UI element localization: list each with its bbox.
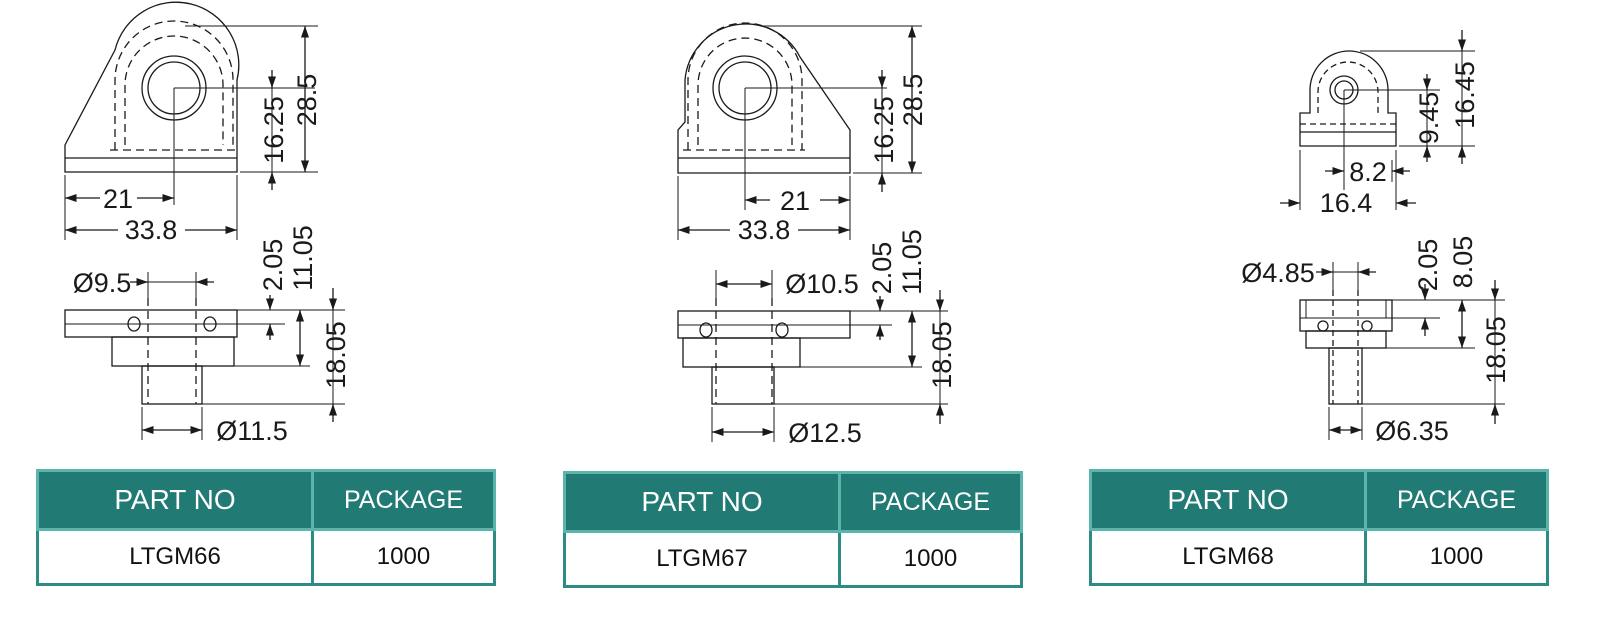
part-ltgm68-dimensions: 16.45 9.45 8.2 16.4 Ø4.85 2.05 8.05 18.0… <box>1241 61 1511 446</box>
front-view-outline <box>1299 50 1397 147</box>
dim-bore: Ø9.5 <box>73 268 132 298</box>
part-ltgm68-drawing <box>1280 30 1505 440</box>
dim-width: 16.4 <box>1320 188 1373 218</box>
dim-hole-offset: 21 <box>780 186 810 216</box>
part-no-header: PART NO <box>1089 469 1367 531</box>
package-header: PACKAGE <box>311 469 496 531</box>
dim-width: 33.8 <box>125 215 178 245</box>
dim-flange-thickness: 2.05 <box>258 239 288 292</box>
dim-hole-offset: 21 <box>103 184 133 214</box>
dim-flange-thickness: 2.05 <box>867 242 897 295</box>
front-view-outline <box>677 23 851 174</box>
dim-shaft: Ø12.5 <box>788 418 862 448</box>
package-header: PACKAGE <box>1364 469 1549 531</box>
dim-hole-height: 9.45 <box>1414 92 1444 145</box>
dim-hole-height: 16.25 <box>259 96 289 164</box>
part-table-ltgm66: PART NO PACKAGE LTGM66 1000 <box>36 469 496 586</box>
dim-upper-thickness: 11.05 <box>897 229 927 295</box>
part-ltgm66-dimensions: 28.5 16.25 21 33.8 Ø9.5 2.05 11.05 18.05… <box>73 74 351 446</box>
dim-upper-thickness: 11.05 <box>288 225 318 291</box>
dim-hole-offset: 8.2 <box>1349 157 1387 187</box>
part-no-header: PART NO <box>36 469 314 531</box>
part-no-cell: LTGM67 <box>563 530 841 588</box>
part-table-ltgm68: PART NO PACKAGE LTGM68 1000 <box>1089 469 1549 586</box>
part-ltgm67-drawing <box>677 22 948 442</box>
package-cell: 1000 <box>1364 528 1549 586</box>
package-cell: 1000 <box>838 530 1023 588</box>
dim-shaft: Ø11.5 <box>216 416 288 446</box>
dim-height-total: 16.45 <box>1450 61 1480 129</box>
package-header: PACKAGE <box>838 471 1023 533</box>
dim-hole-height: 16.25 <box>869 96 899 164</box>
part-ltgm67-dimensions: 28.5 16.25 21 33.8 Ø10.5 2.05 11.05 18.0… <box>738 74 957 448</box>
dim-shaft: Ø6.35 <box>1375 416 1449 446</box>
dim-bore: Ø10.5 <box>785 269 859 299</box>
dim-flange-thickness: 2.05 <box>1413 239 1443 292</box>
dim-total-height: 18.05 <box>321 321 351 389</box>
dim-upper-thickness: 8.05 <box>1448 236 1478 289</box>
dim-height-total: 28.5 <box>292 74 322 127</box>
dim-total-height: 18.05 <box>927 321 957 389</box>
part-no-cell: LTGM66 <box>36 528 314 586</box>
dim-width: 33.8 <box>738 215 791 245</box>
front-view-outline <box>64 1 240 173</box>
part-ltgm66-drawing <box>64 1 345 440</box>
part-table-ltgm67: PART NO PACKAGE LTGM67 1000 <box>563 471 1023 588</box>
dim-total-height: 18.05 <box>1481 316 1511 384</box>
part-no-cell: LTGM68 <box>1089 528 1367 586</box>
dim-bore: Ø4.85 <box>1241 258 1315 288</box>
dim-height-total: 28.5 <box>898 74 928 127</box>
part-no-header: PART NO <box>563 471 841 533</box>
package-cell: 1000 <box>311 528 496 586</box>
